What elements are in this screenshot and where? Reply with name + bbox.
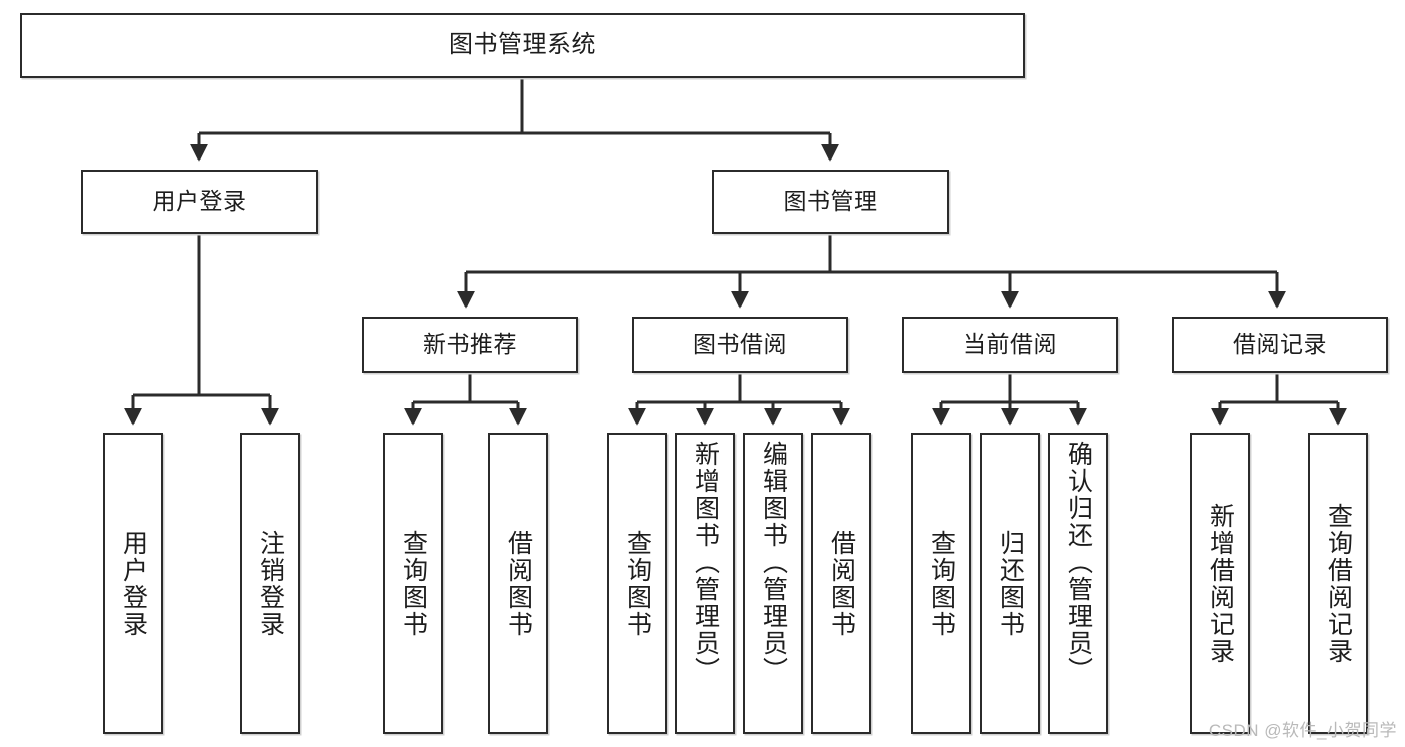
node-root-label: 图书管理系统 — [449, 31, 596, 59]
node-book-management[interactable]: 图书管理 — [712, 170, 949, 234]
node-leaf-query-book-1[interactable]: 查询图书 — [383, 433, 443, 734]
node-leaf-add-borrow-record-label: 新增借阅记录 — [1206, 502, 1235, 665]
node-leaf-borrow-book-1[interactable]: 借阅图书 — [488, 433, 548, 734]
node-leaf-confirm-return-label: 确认归还（管理员） — [1064, 441, 1093, 684]
csdn-watermark: CSDN @软件_小贺同学 — [1208, 721, 1397, 740]
node-leaf-query-book-3-label: 查询图书 — [927, 529, 956, 638]
node-leaf-add-book[interactable]: 新增图书（管理员） — [675, 433, 735, 734]
node-borrow-record[interactable]: 借阅记录 — [1172, 317, 1388, 373]
node-new-book-recommend-label: 新书推荐 — [423, 331, 517, 358]
node-borrow-record-label: 借阅记录 — [1233, 331, 1327, 358]
node-leaf-add-book-label: 新增图书（管理员） — [691, 441, 720, 684]
node-leaf-confirm-return[interactable]: 确认归还（管理员） — [1048, 433, 1108, 734]
node-leaf-borrow-book-1-label: 借阅图书 — [504, 529, 533, 638]
node-leaf-edit-book-label: 编辑图书（管理员） — [759, 441, 788, 684]
node-leaf-add-borrow-record[interactable]: 新增借阅记录 — [1190, 433, 1250, 734]
node-leaf-query-book-2[interactable]: 查询图书 — [607, 433, 667, 734]
node-leaf-query-borrow-record[interactable]: 查询借阅记录 — [1308, 433, 1368, 734]
node-leaf-query-borrow-record-label: 查询借阅记录 — [1324, 502, 1353, 665]
node-leaf-user-login[interactable]: 用户登录 — [103, 433, 163, 734]
node-leaf-borrow-book-2[interactable]: 借阅图书 — [811, 433, 871, 734]
node-leaf-query-book-2-label: 查询图书 — [623, 529, 652, 638]
node-leaf-borrow-book-2-label: 借阅图书 — [827, 529, 856, 638]
node-root[interactable]: 图书管理系统 — [20, 13, 1025, 78]
node-book-borrow[interactable]: 图书借阅 — [632, 317, 848, 373]
node-current-borrow-label: 当前借阅 — [963, 331, 1057, 358]
node-book-management-label: 图书管理 — [783, 188, 878, 215]
node-leaf-user-login-label: 用户登录 — [119, 529, 148, 638]
node-current-borrow[interactable]: 当前借阅 — [902, 317, 1118, 373]
node-leaf-logout-login-label: 注销登录 — [256, 529, 285, 638]
node-user-login[interactable]: 用户登录 — [81, 170, 318, 234]
node-leaf-return-book-label: 归还图书 — [996, 529, 1025, 638]
node-leaf-edit-book[interactable]: 编辑图书（管理员） — [743, 433, 803, 734]
node-user-login-label: 用户登录 — [152, 188, 247, 215]
node-leaf-query-book-3[interactable]: 查询图书 — [911, 433, 971, 734]
node-leaf-query-book-1-label: 查询图书 — [399, 529, 428, 638]
node-leaf-logout-login[interactable]: 注销登录 — [240, 433, 300, 734]
node-new-book-recommend[interactable]: 新书推荐 — [362, 317, 578, 373]
node-leaf-return-book[interactable]: 归还图书 — [980, 433, 1040, 734]
node-book-borrow-label: 图书借阅 — [693, 331, 787, 358]
